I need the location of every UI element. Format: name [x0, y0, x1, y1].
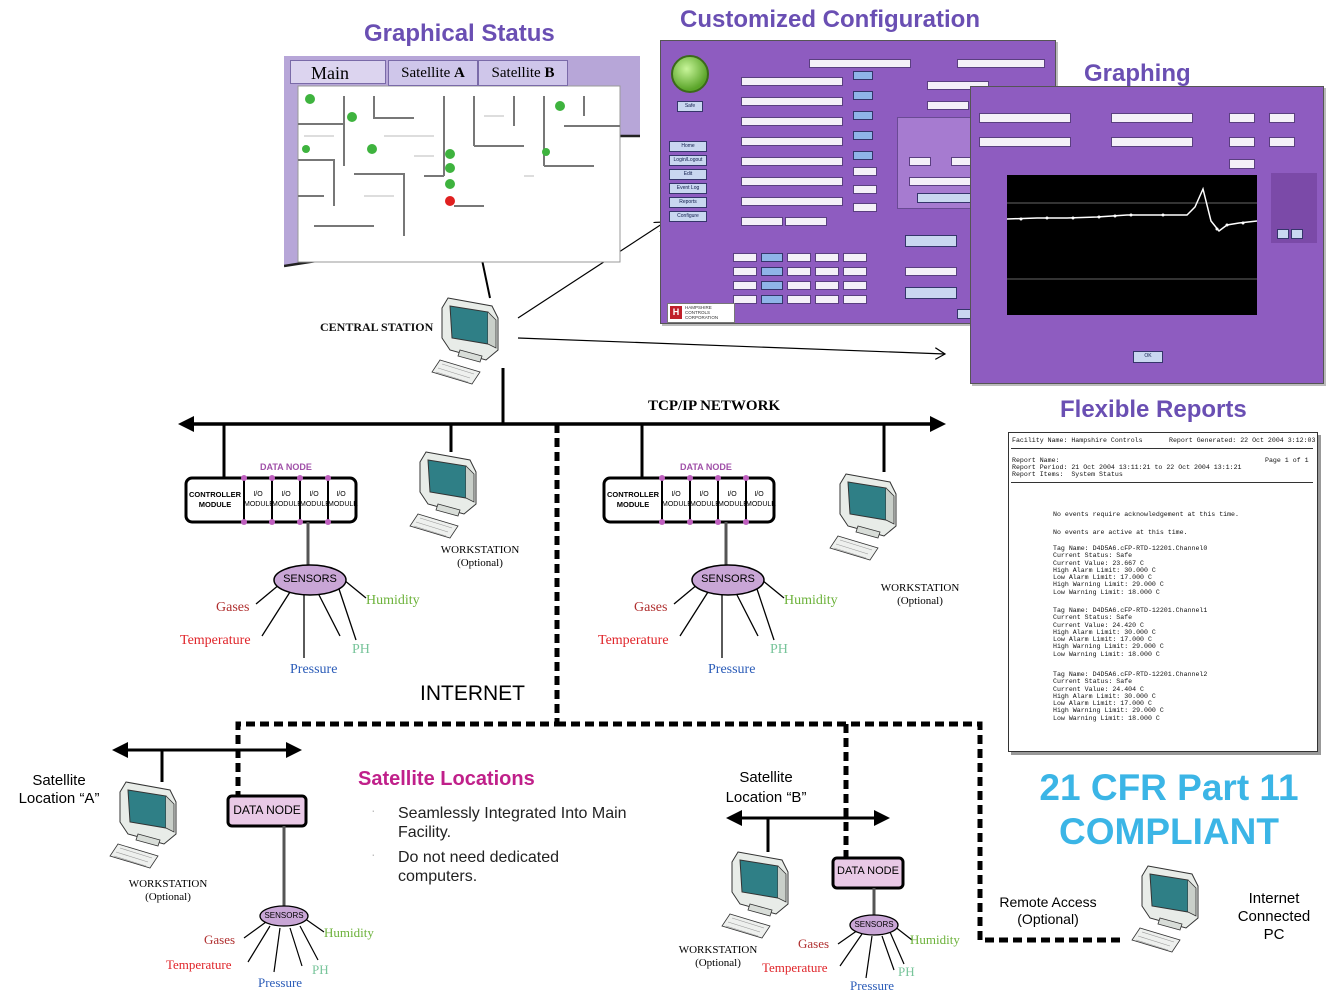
status-safe-label: Safe	[677, 101, 703, 112]
gases-label: Gases	[634, 600, 668, 615]
humidity-label: Humidity	[910, 932, 960, 947]
workstation-label: WORKSTATION(Optional)	[440, 544, 520, 569]
workstation-label: WORKSTATION(Optional)	[880, 582, 960, 607]
temperature-label: Temperature	[180, 633, 251, 648]
gases-label: Gases	[798, 936, 830, 951]
login-logout-button[interactable]: Login/Logout	[669, 155, 707, 166]
data-node-label: DATA NODE	[260, 462, 312, 472]
data-node-label: DATA NODE	[680, 462, 732, 472]
ph-label: PH	[312, 962, 329, 977]
data-node-box-b: DATA NODE	[837, 865, 899, 877]
reports-button[interactable]: Reports	[669, 197, 707, 208]
bullet-icon: ·	[372, 852, 375, 859]
tab-main[interactable]: Main	[290, 60, 386, 84]
status-light-icon	[671, 55, 709, 93]
bullet-icon: ·	[372, 808, 375, 815]
pressure-label: Pressure	[290, 662, 338, 677]
tcpip-network-label: TCP/IP NETWORK	[648, 398, 781, 414]
remote-access-label: Remote Access(Optional)	[999, 894, 1097, 927]
temperature-graph	[1007, 175, 1257, 315]
event-log-button[interactable]: Event Log	[669, 183, 707, 194]
gases-label: Gases	[216, 600, 250, 615]
temperature-label: Temperature	[598, 633, 669, 648]
gases-label: Gases	[204, 932, 236, 947]
sensors-label: SENSORS	[701, 573, 755, 585]
floor-plan	[284, 56, 640, 268]
data-node-box-a: DATA NODE	[233, 803, 301, 817]
flexible-reports-heading: Flexible Reports	[1060, 396, 1247, 423]
temperature-label: Temperature	[762, 960, 828, 975]
graphical-status-screenshot: Main Satellite A Satellite B	[284, 56, 644, 270]
workstation-label: WORKSTATION(Optional)	[128, 878, 208, 903]
pressure-label: Pressure	[708, 662, 756, 677]
ph-label: PH	[770, 642, 788, 657]
tab-satellite-b[interactable]: Satellite B	[478, 60, 568, 86]
hampshire-logo: H HAMPSHIRE CONTROLS CORPORATION	[667, 303, 735, 323]
customized-configuration-heading: Customized Configuration	[680, 6, 980, 33]
pressure-label: Pressure	[850, 978, 895, 993]
graphing-panel: OK	[970, 86, 1324, 384]
temperature-label: Temperature	[166, 957, 232, 972]
sensors-label: SENSORS	[283, 573, 337, 585]
workstation-label: WORKSTATION(Optional)	[678, 944, 758, 969]
graphing-heading: Graphing	[1084, 60, 1191, 87]
tab-satellite-a[interactable]: Satellite A	[388, 60, 478, 86]
satellite-locations-heading: Satellite Locations	[358, 768, 535, 790]
ph-label: PH	[352, 642, 370, 657]
home-button[interactable]: Home	[669, 141, 707, 152]
central-station-label: CENTRAL STATION	[320, 320, 434, 334]
humidity-label: Humidity	[324, 925, 374, 940]
graphical-status-heading: Graphical Status	[364, 20, 555, 47]
internet-label: INTERNET	[420, 682, 525, 705]
configure-button[interactable]: Configure	[669, 211, 707, 222]
sensors-label: SENSORS	[264, 911, 304, 920]
humidity-label: Humidity	[784, 593, 838, 608]
ok-button[interactable]: OK	[1133, 351, 1163, 363]
ph-label: PH	[898, 964, 915, 979]
humidity-label: Humidity	[366, 593, 420, 608]
report-document: Facility Name: Hampshire Controls Report…	[1008, 432, 1318, 752]
pressure-label: Pressure	[258, 975, 303, 990]
edit-button[interactable]: Edit	[669, 169, 707, 180]
sensors-label: SENSORS	[854, 920, 894, 929]
